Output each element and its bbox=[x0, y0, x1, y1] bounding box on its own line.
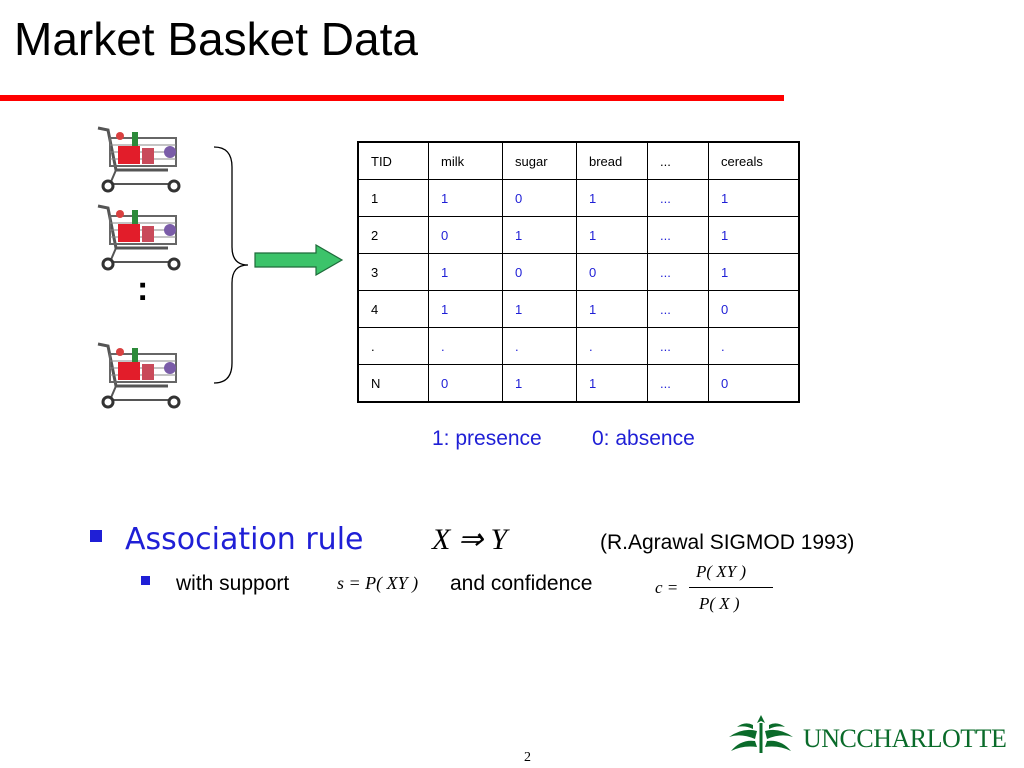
shopping-cart-icon bbox=[96, 124, 182, 196]
table-cell: . bbox=[708, 327, 800, 365]
table-cell: 1 bbox=[502, 290, 577, 328]
table-row: 1 1 0 1 ... 1 bbox=[357, 179, 800, 217]
confidence-numerator: P( XY ) bbox=[696, 562, 747, 581]
table-cell: ... bbox=[647, 179, 709, 217]
table-cell: 1 bbox=[708, 179, 800, 217]
tid-cell: 2 bbox=[357, 216, 429, 254]
uncc-crown-logo-icon bbox=[725, 713, 797, 762]
header-cell: ... bbox=[647, 141, 709, 180]
support-formula: s = P( XY ) bbox=[337, 573, 419, 593]
table-cell: 1 bbox=[576, 216, 648, 254]
table-header-row: TID milk sugar bread ... cereals bbox=[357, 141, 800, 180]
header-cell: bread bbox=[576, 141, 648, 180]
legend-presence: 1: presence bbox=[432, 427, 542, 450]
header-cell: TID bbox=[357, 141, 429, 180]
table-cell: ... bbox=[647, 290, 709, 328]
tid-cell: 3 bbox=[357, 253, 429, 291]
table-row: . . . . ... . bbox=[357, 327, 800, 365]
table-cell: ... bbox=[647, 364, 709, 403]
table-cell: 1 bbox=[708, 253, 800, 291]
association-rule-heading: Association rule bbox=[125, 522, 364, 557]
table-cell: 0 bbox=[428, 216, 503, 254]
table-cell: 1 bbox=[428, 253, 503, 291]
header-cell: cereals bbox=[708, 141, 800, 180]
rule-formula: X ⇒ Y bbox=[432, 523, 508, 556]
shopping-cart-icon bbox=[96, 340, 182, 412]
table-cell: 0 bbox=[708, 364, 800, 403]
bullet-square-icon bbox=[90, 530, 102, 542]
table-row: 3 1 0 0 ... 1 bbox=[357, 253, 800, 291]
confidence-denominator: P( X ) bbox=[699, 594, 740, 613]
header-cell: sugar bbox=[502, 141, 577, 180]
table-cell: ... bbox=[647, 327, 709, 365]
bullet-square-icon bbox=[141, 576, 150, 585]
tid-cell: 1 bbox=[357, 179, 429, 217]
right-curly-brace bbox=[210, 145, 250, 390]
table-cell: 0 bbox=[708, 290, 800, 328]
citation: (R.Agrawal SIGMOD 1993) bbox=[600, 531, 855, 554]
slide-title: Market Basket Data bbox=[14, 13, 418, 65]
table-row: N 0 1 1 ... 0 bbox=[357, 364, 800, 403]
table-cell: 1 bbox=[502, 216, 577, 254]
table-row: 4 1 1 1 ... 0 bbox=[357, 290, 800, 328]
table-cell: . bbox=[576, 327, 648, 365]
table-cell: . bbox=[502, 327, 577, 365]
confidence-label: and confidence bbox=[450, 572, 593, 595]
tid-cell: 4 bbox=[357, 290, 429, 328]
table-cell: 1 bbox=[428, 290, 503, 328]
ellipsis-vertical: : bbox=[137, 270, 149, 308]
page-number: 2 bbox=[524, 750, 531, 765]
legend-absence: 0: absence bbox=[592, 427, 695, 450]
table-cell: 1 bbox=[502, 364, 577, 403]
header-cell: milk bbox=[428, 141, 503, 180]
table-cell: 0 bbox=[502, 253, 577, 291]
tid-cell: . bbox=[357, 327, 429, 365]
shopping-cart-icon bbox=[96, 202, 182, 274]
table-cell: ... bbox=[647, 216, 709, 254]
table-cell: 0 bbox=[428, 364, 503, 403]
table-cell: 1 bbox=[708, 216, 800, 254]
table-cell: 1 bbox=[428, 179, 503, 217]
table-cell: 1 bbox=[576, 179, 648, 217]
table-cell: ... bbox=[647, 253, 709, 291]
tid-cell: N bbox=[357, 364, 429, 403]
right-arrow-icon bbox=[254, 243, 344, 281]
confidence-lhs: c = bbox=[655, 578, 679, 597]
table-cell: . bbox=[428, 327, 503, 365]
uncc-charlotte-logo-text: UNCCHARLOTTE bbox=[803, 724, 1007, 753]
table-cell: 0 bbox=[576, 253, 648, 291]
market-basket-table: TID milk sugar bread ... cereals 1 1 0 1… bbox=[357, 141, 800, 403]
title-underline bbox=[0, 95, 784, 101]
table-cell: 0 bbox=[502, 179, 577, 217]
fraction-bar bbox=[689, 587, 773, 588]
table-cell: 1 bbox=[576, 364, 648, 403]
table-row: 2 0 1 1 ... 1 bbox=[357, 216, 800, 254]
support-label: with support bbox=[176, 572, 290, 595]
table-cell: 1 bbox=[576, 290, 648, 328]
